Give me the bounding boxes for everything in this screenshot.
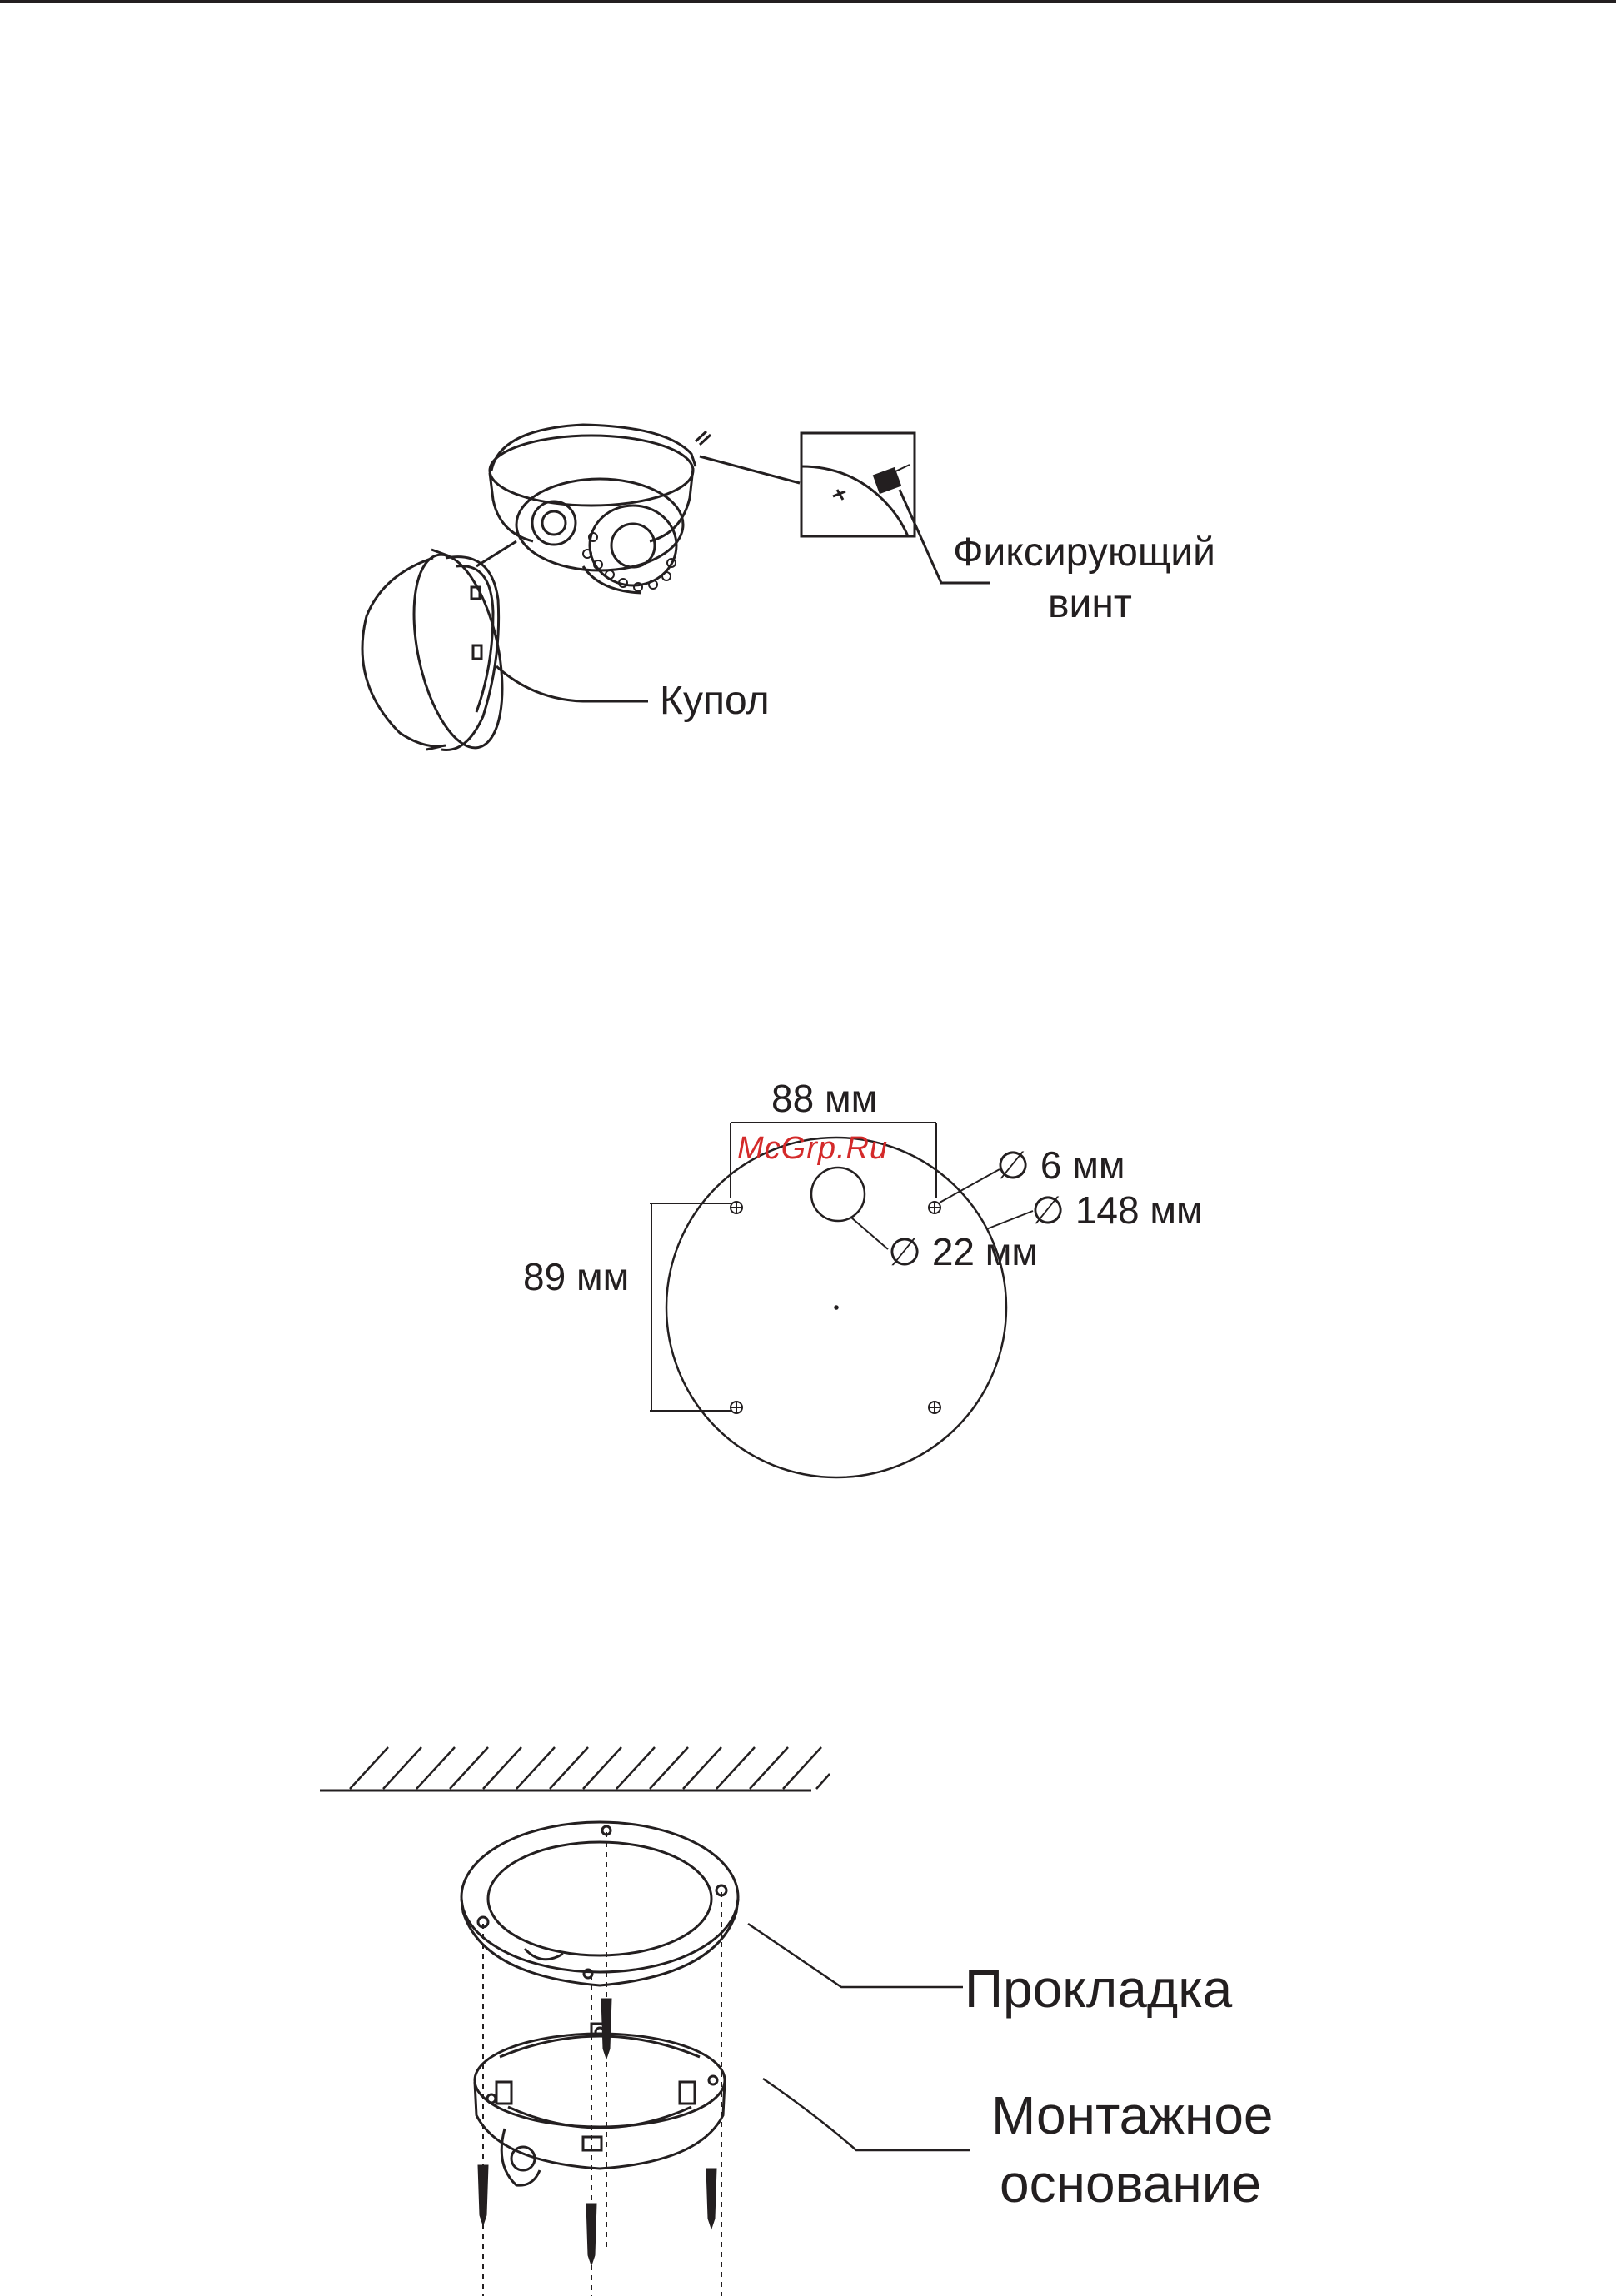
base-label-line1: Монтажное (991, 2089, 1274, 2142)
gasket-label: Прокладка (965, 1962, 1232, 2015)
ceiling-hatch (320, 1747, 830, 1790)
screws (478, 1999, 716, 2265)
gasket-leader-line (748, 1924, 963, 1987)
gasket-drawing (461, 1822, 738, 1985)
screw-guide-lines (483, 1832, 721, 2296)
mounting-base-drawing (475, 2024, 725, 2185)
base-label-line2: основание (1000, 2157, 1261, 2210)
base-leader-line (763, 2079, 970, 2150)
